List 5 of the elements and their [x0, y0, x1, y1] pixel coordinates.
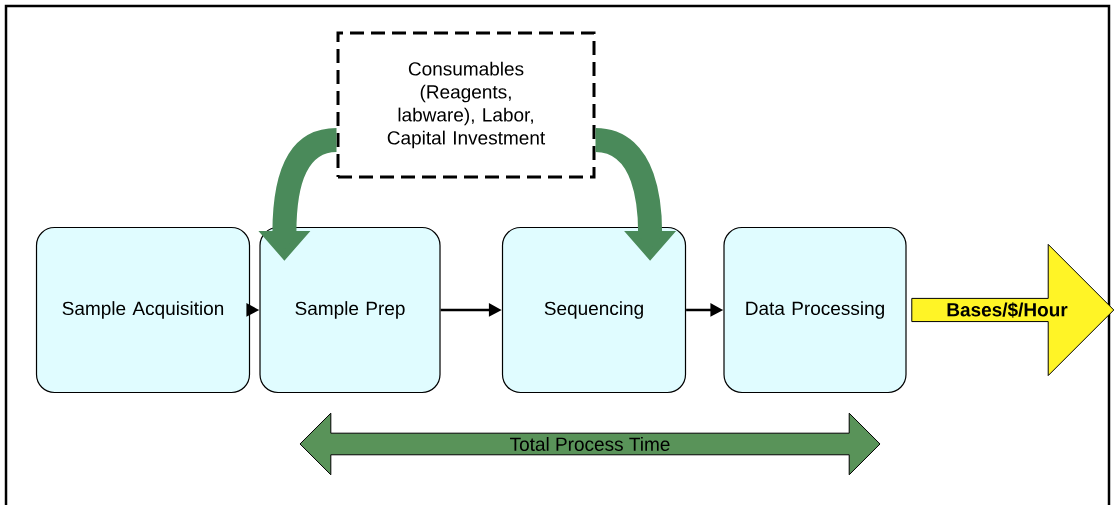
process-box: Data Processing [723, 226, 907, 394]
process-box: Sample Prep [259, 226, 441, 394]
dashed-box: Consumables (Reagents, labware), Labor, Capital Investment [336, 31, 596, 179]
process-box: Sequencing [501, 226, 687, 394]
process-box: Sample Acquisition [35, 226, 251, 394]
